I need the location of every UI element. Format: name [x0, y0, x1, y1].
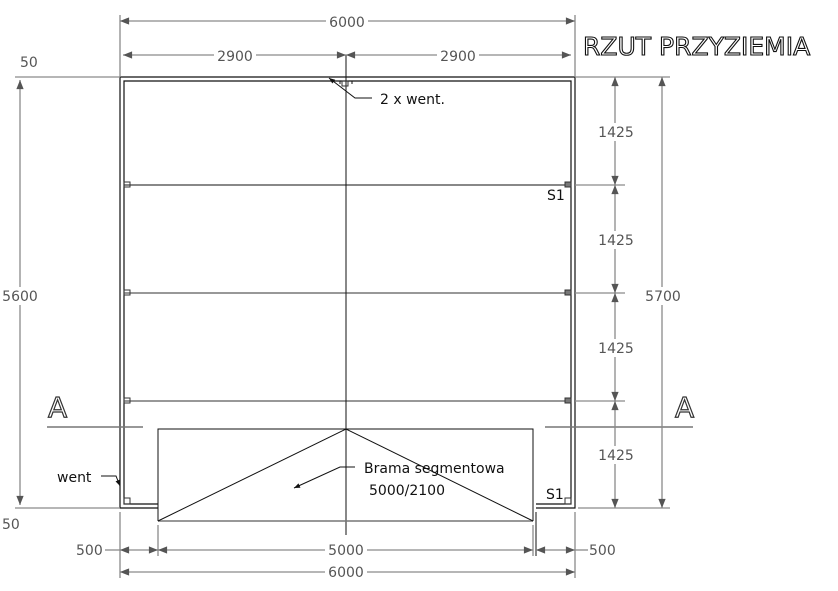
dim-bottom-right: 500 [589, 543, 616, 559]
dim-top-left: 2900 [217, 49, 253, 65]
vent-left-label: went [57, 470, 92, 486]
drawing-title: RZUT PRZYZIEMIA [583, 32, 810, 61]
dim-left-height: 5600 [2, 289, 38, 305]
vent-left-leader [101, 475, 121, 487]
dim-bottom-total: 6000 [328, 565, 364, 581]
gate-name-label: Brama segmentowa [364, 461, 505, 477]
gate-size-label: 5000/2100 [369, 483, 445, 499]
s1-lower-label: S1 [546, 487, 564, 503]
s1-upper-label: S1 [547, 188, 565, 204]
gate-leader [293, 466, 355, 489]
dim-right-segment-4: 1425 [598, 448, 634, 464]
dim-left-bottom-offset: 50 [2, 517, 20, 533]
roof-purlin-lines [123, 181, 572, 505]
dimension-lines [15, 15, 670, 578]
dim-left-top-offset: 50 [20, 55, 38, 71]
section-mark-right: A [675, 391, 694, 424]
dim-top-right: 2900 [440, 49, 476, 65]
dim-right-segment-3: 1425 [598, 341, 634, 357]
dim-right-height: 5700 [645, 289, 681, 305]
dim-right-segment-1: 1425 [598, 125, 634, 141]
vent-symbols-top [328, 77, 372, 99]
vents-top-label: 2 x went. [380, 92, 445, 108]
dim-top-total: 6000 [329, 15, 365, 31]
section-mark-left: A [48, 391, 67, 424]
dim-bottom-left: 500 [76, 543, 103, 559]
segmental-gate [157, 428, 534, 522]
dim-bottom-gate: 5000 [328, 543, 364, 559]
dim-right-segment-2: 1425 [598, 233, 634, 249]
